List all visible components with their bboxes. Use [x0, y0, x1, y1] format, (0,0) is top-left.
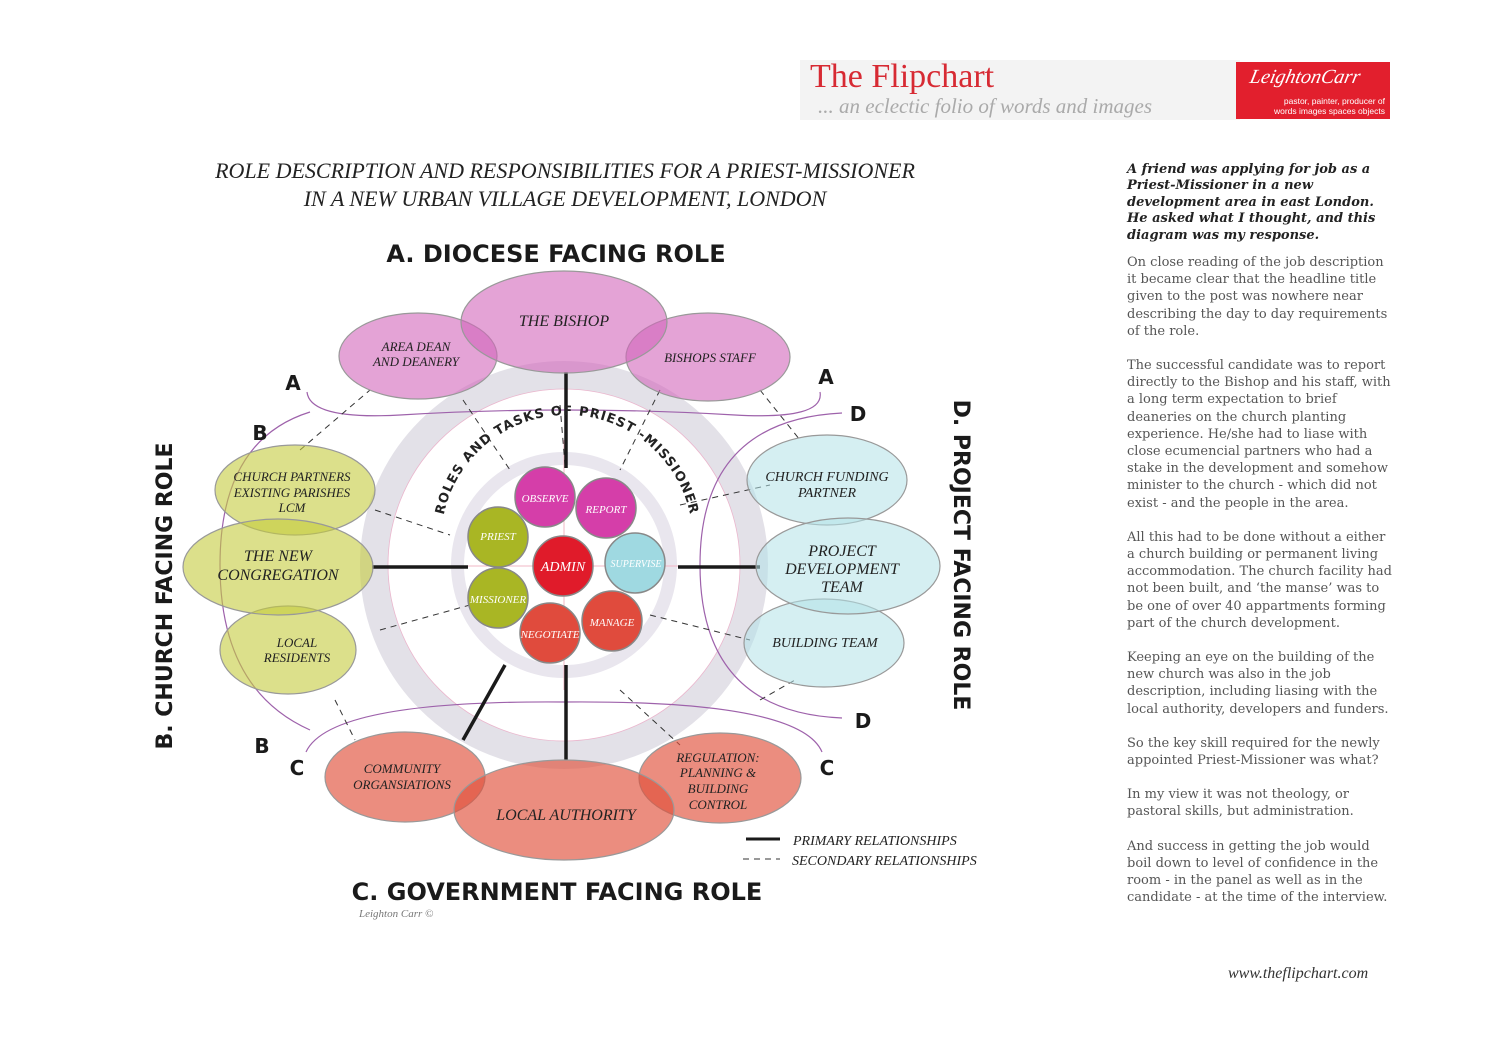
sidebar-paragraph: So the key skill required for the newly … — [1127, 735, 1380, 769]
sidebar-paragraph: The successful candidate was to report d… — [1127, 358, 1391, 511]
project-cluster: CHURCH FUNDING PARTNER PROJECT DEVELOPME… — [743, 434, 941, 688]
arc-letter-d-top: D — [850, 402, 867, 426]
secondary-relationship-lines — [299, 389, 801, 746]
arc-d — [699, 412, 843, 719]
page-title: ROLE DESCRIPTION AND RESPONSIBILITIES FO… — [150, 157, 980, 213]
local-residents-label-1: LOCAL — [276, 635, 317, 650]
arc-letter-c-left: C — [290, 756, 305, 780]
church-funding-label-2: PARTNER — [797, 486, 857, 501]
task-labels: OBSERVE REPORT PRIEST ADMIN SUPERVISE MI… — [469, 493, 662, 641]
government-cluster: COMMUNITY ORGANSIATIONS LOCAL AUTHORITY … — [324, 731, 802, 861]
website-link[interactable]: www.theflipchart.com — [1228, 965, 1369, 982]
church-funding-label-1: CHURCH FUNDING — [765, 470, 888, 485]
credit: Leighton Carr © — [358, 908, 434, 920]
task-priest[interactable] — [467, 506, 529, 568]
area-dean-label-1: AREA DEAN — [381, 339, 452, 354]
ring-edge-outer — [387, 388, 741, 742]
new-congregation-label-1: THE NEW — [244, 548, 314, 565]
local-authority-node[interactable] — [453, 759, 675, 861]
sidebar-body: On close reading of the job description … — [1127, 254, 1397, 924]
role-diagram: THE BISHOP AREA DEAN AND DEANERY BISHOPS… — [153, 240, 977, 920]
area-dean-label-2: AND DEANERY — [372, 354, 461, 369]
community-orgs-label-2: ORGANSIATIONS — [353, 777, 451, 792]
task-observe-label: OBSERVE — [522, 493, 569, 505]
sidebar-paragraph: Keeping an eye on the building of the ne… — [1127, 650, 1389, 717]
church-partners-label-2: EXISTING PARISHES — [233, 485, 351, 500]
regulation-label-2: PLANNING & — [679, 765, 757, 780]
task-manage[interactable] — [581, 590, 643, 652]
sidebar-paragraph: And success in getting the job would boi… — [1127, 838, 1388, 906]
church-partners-label-3: LCM — [278, 500, 307, 515]
legend-secondary-label: SECONDARY RELATIONSHIPS — [792, 854, 977, 869]
header-banner — [800, 60, 1240, 120]
arc-letters: A A B B C C D D — [252, 365, 871, 780]
community-orgs-label-1: COMMUNITY — [364, 761, 442, 776]
bishops-staff-label: BISHOPS STAFF — [664, 350, 757, 365]
arc-letter-a-right: A — [818, 365, 834, 389]
sidebar-paragraph: On close reading of the job description … — [1127, 255, 1388, 339]
role-heading-government: C. GOVERNMENT FACING ROLE — [352, 878, 763, 906]
church-partners-label-1: CHURCH PARTNERS — [233, 469, 351, 484]
task-report-label: REPORT — [585, 504, 628, 516]
outer-ring — [360, 361, 768, 769]
project-team-label-3: TEAM — [821, 579, 864, 596]
logo-caption-line1: pastor, painter, producer of — [1283, 96, 1385, 106]
primary-relationship-lines — [372, 372, 760, 760]
task-missioner-label: MISSIONER — [469, 594, 526, 606]
task-missioner[interactable] — [467, 567, 529, 629]
legend-primary-label: PRIMARY RELATIONSHIPS — [792, 834, 957, 849]
arc-letter-a-left: A — [285, 371, 301, 395]
diocese-cluster: THE BISHOP AREA DEAN AND DEANERY BISHOPS… — [338, 270, 791, 402]
task-admin-label: ADMIN — [540, 560, 586, 575]
arc-c — [305, 701, 823, 753]
task-supervise-label: SUPERVISE — [611, 559, 662, 570]
page-title-line2: IN A NEW URBAN VILLAGE DEVELOPMENT, LOND… — [303, 186, 827, 211]
task-observe[interactable] — [514, 466, 576, 528]
local-residents-label-2: RESIDENTS — [263, 650, 331, 665]
logo-signature: LeightonCarr — [1247, 66, 1363, 88]
church-cluster: CHURCH PARTNERS EXISTING PARISHES LCM TH… — [182, 444, 376, 695]
regulation-label-4: CONTROL — [689, 797, 748, 812]
arc-letter-d-bottom: D — [855, 709, 872, 733]
project-team-node[interactable] — [755, 517, 941, 615]
logo[interactable]: LeightonCarr pastor, painter, producer o… — [1236, 62, 1390, 119]
brand-title[interactable]: The Flipchart — [810, 58, 995, 95]
regulation-label-1: REGULATION: — [675, 750, 759, 765]
legend: PRIMARY RELATIONSHIPS SECONDARY RELATION… — [743, 834, 977, 869]
task-supervise[interactable] — [604, 532, 666, 594]
task-negotiate[interactable] — [519, 602, 581, 664]
role-heading-church: B. CHURCH FACING ROLE — [153, 442, 178, 749]
arc-letter-c-right: C — [820, 756, 835, 780]
logo-caption-line2: words images spaces objects — [1273, 106, 1385, 116]
project-team-label-1: PROJECT — [807, 543, 877, 560]
project-team-label-2: DEVELOPMENT — [784, 561, 900, 578]
role-heading-diocese: A. DIOCESE FACING ROLE — [386, 240, 725, 268]
regulation-label-3: BUILDING — [688, 781, 749, 796]
new-congregation-label-2: CONGREGATION — [217, 567, 340, 584]
task-admin[interactable] — [532, 535, 594, 597]
sidebar-intro: A friend was applying for job as a Pries… — [1127, 162, 1376, 243]
task-manage-label: MANAGE — [589, 617, 635, 629]
bishop-label: THE BISHOP — [519, 313, 609, 330]
bishop-node[interactable] — [460, 270, 668, 374]
local-authority-label: LOCAL AUTHORITY — [495, 807, 638, 824]
task-report[interactable] — [575, 477, 637, 539]
task-negotiate-label: NEGOTIATE — [520, 629, 580, 641]
task-priest-label: PRIEST — [479, 531, 516, 543]
page-title-line1: ROLE DESCRIPTION AND RESPONSIBILITIES FO… — [215, 158, 915, 183]
sidebar-paragraph: In my view it was not theology, or pasto… — [1127, 787, 1354, 820]
arc-letter-b-bottom: B — [254, 734, 269, 758]
role-heading-project: D. PROJECT FACING ROLE — [948, 400, 973, 711]
building-team-label: BUILDING TEAM — [772, 636, 879, 651]
task-circles — [467, 466, 666, 664]
new-congregation-node[interactable] — [182, 518, 374, 616]
arc-letter-b-top: B — [252, 421, 267, 445]
brand-tagline: ... an eclectic folio of words and image… — [818, 94, 1153, 118]
sidebar-paragraph: All this had to be done without a either… — [1127, 529, 1392, 631]
